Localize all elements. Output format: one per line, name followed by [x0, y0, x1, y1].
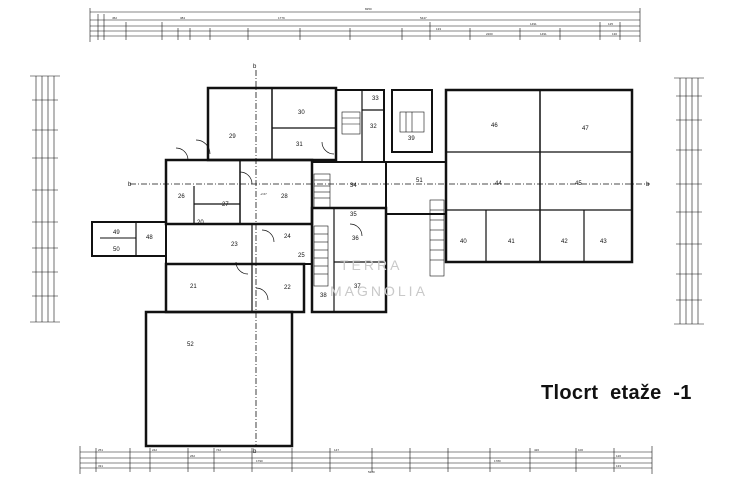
door-swings	[175, 139, 363, 301]
dim-bottom-9: 426	[534, 448, 539, 452]
dim-bottom-5: 742	[216, 448, 221, 452]
room-label-42: 42	[561, 239, 568, 245]
bottom-dimension-chain	[79, 446, 653, 474]
dim-bottom-4: 262	[190, 454, 195, 458]
dim-bottom-8: 1780	[494, 459, 501, 463]
room-label-47: 47	[582, 126, 589, 132]
left-dimension-chain	[30, 75, 60, 323]
watermark-line-2: MAGNOLIA	[330, 283, 428, 299]
page-title: Tlocrt etaže -1	[541, 382, 692, 404]
room-label-37: 37	[354, 284, 361, 290]
dim-bottom-6: 1790	[256, 459, 263, 463]
room-label-49: 49	[113, 230, 120, 236]
room-label-31: 31	[296, 142, 303, 148]
room-label-22: 22	[284, 285, 291, 291]
dim-bottom-3: 242	[152, 448, 157, 452]
dim-top-6: 125	[608, 22, 613, 26]
dim-top-4: 5447	[420, 16, 427, 20]
dim-bottom-12: 133	[616, 464, 621, 468]
room-label-24: 24	[284, 234, 291, 240]
section-mark-left: b	[128, 182, 132, 188]
building-walls	[91, 86, 634, 448]
dim-top-2: 1779	[278, 16, 285, 20]
dim-top-10: 130	[612, 32, 617, 36]
room-label-39: 39	[408, 136, 415, 142]
room-label-25: 25	[298, 253, 305, 259]
dim-top-1: 452	[112, 16, 117, 20]
top-dimension-texts: 8250 452 1779 384 5447 1491 125 133 2200…	[112, 7, 617, 36]
bottom-dimension-texts: 251 331 242 262 742 1790 147 5220 1780 4…	[98, 448, 621, 474]
room-label-40: 40	[460, 239, 467, 245]
dim-bottom-total: 5220	[368, 470, 375, 474]
room-label-34: 34	[350, 183, 357, 189]
room-label-51: 51	[416, 178, 423, 184]
dim-top-5: 1491	[530, 22, 537, 26]
room-label-52: 52	[187, 342, 194, 348]
dim-top-7: 133	[436, 27, 441, 31]
section-mark-top: b	[253, 64, 257, 70]
room-label-21: 21	[190, 284, 197, 290]
room-label-27: 27	[222, 202, 229, 208]
room-label-29: 29	[229, 134, 236, 140]
room-label-33: 33	[372, 96, 379, 102]
room-label-45: 45	[575, 181, 582, 187]
dim-bottom-2: 331	[98, 464, 103, 468]
level-mark: -2.67	[260, 192, 267, 196]
dim-bottom-11: 120	[616, 454, 621, 458]
dim-bottom-7: 147	[334, 448, 339, 452]
top-dimension-chain	[89, 8, 641, 42]
room-labels: 20 21 22 23 24 25 26 27 28 29 30 31 32 3…	[113, 96, 607, 348]
room-label-36: 36	[352, 236, 359, 242]
dim-bottom-10: 100	[578, 448, 583, 452]
room-label-26: 26	[178, 194, 185, 200]
room-label-46: 46	[491, 123, 498, 129]
section-mark-right: b	[646, 182, 650, 188]
room-label-41: 41	[508, 239, 515, 245]
room-label-20: 20	[197, 220, 204, 226]
dim-top-total: 8250	[365, 7, 372, 11]
room-label-44: 44	[495, 181, 502, 187]
room-label-43: 43	[600, 239, 607, 245]
room-label-28: 28	[281, 194, 288, 200]
section-line	[130, 70, 650, 446]
dim-top-3: 384	[180, 16, 185, 20]
dim-top-9: 1491	[540, 32, 547, 36]
section-mark-bottom: b	[253, 449, 257, 455]
room-label-23: 23	[231, 242, 238, 248]
room-label-50: 50	[113, 247, 120, 253]
dim-bottom-1: 251	[98, 448, 103, 452]
room-label-32: 32	[370, 124, 377, 130]
room-label-38: 38	[320, 293, 327, 299]
watermark-line-1: TERRA	[340, 257, 402, 273]
dim-top-8: 2200	[486, 32, 493, 36]
stairs	[313, 111, 445, 287]
right-dimension-chain	[674, 77, 704, 325]
room-label-30: 30	[298, 110, 305, 116]
room-label-48: 48	[146, 235, 153, 241]
room-label-35: 35	[350, 212, 357, 218]
